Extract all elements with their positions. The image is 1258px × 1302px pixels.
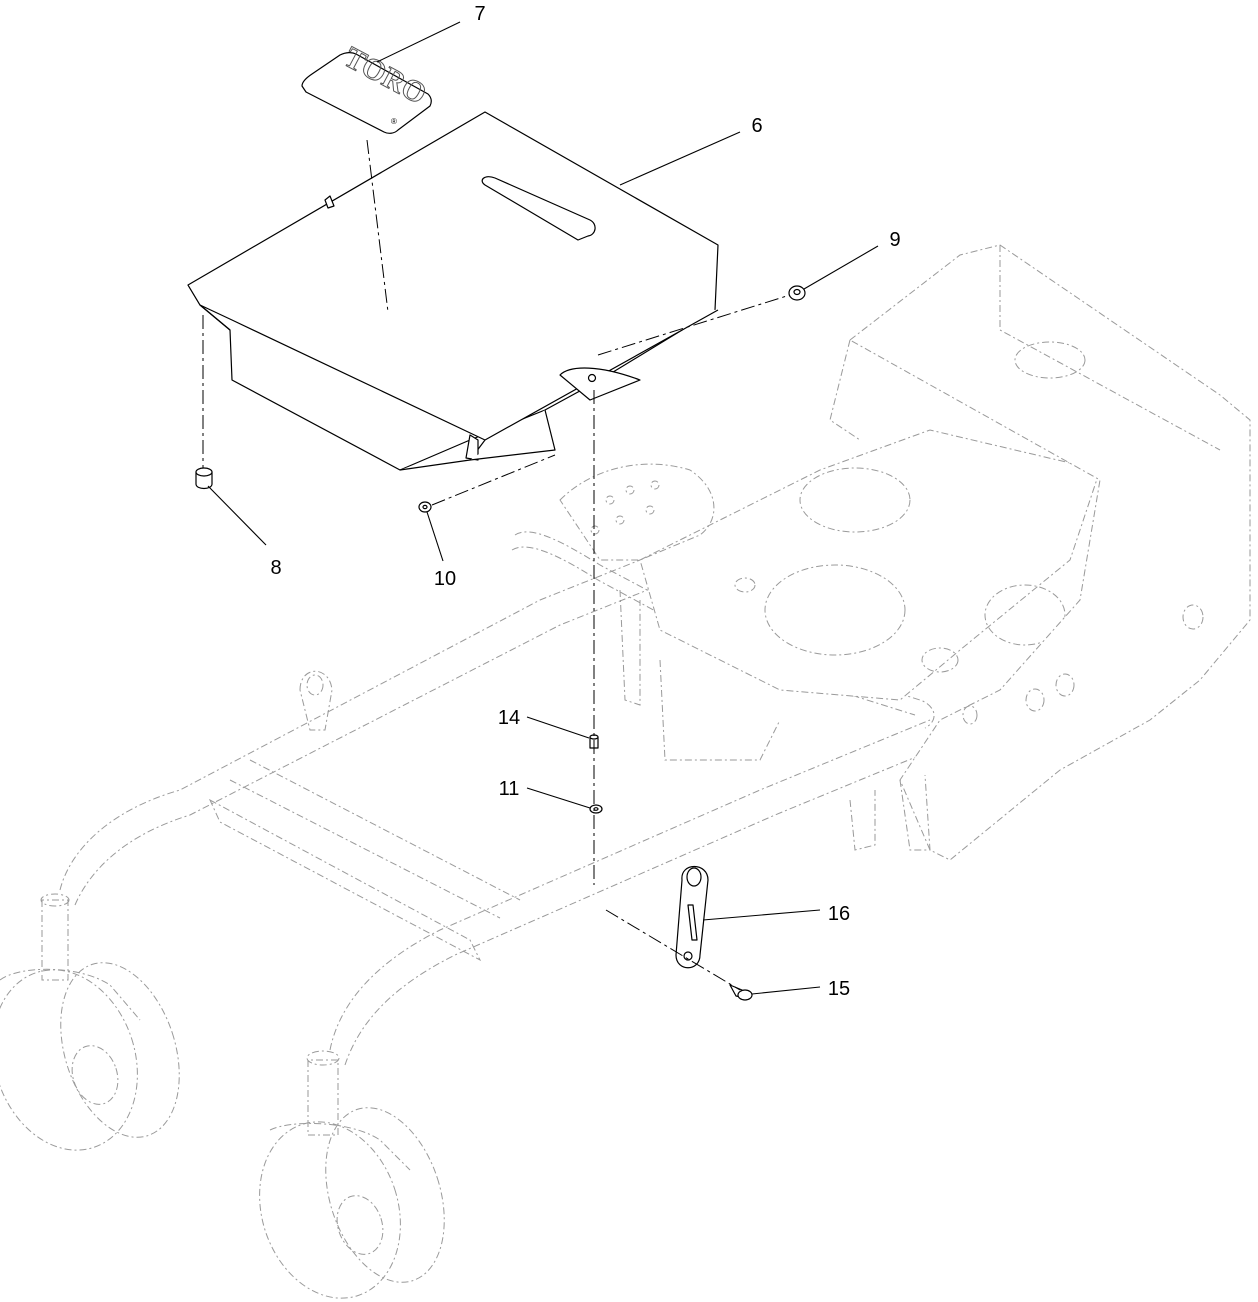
callout-8: 8 <box>270 557 281 579</box>
callout-10: 10 <box>434 568 456 590</box>
callout-9: 9 <box>889 229 900 251</box>
registered-mark: ® <box>391 117 397 126</box>
assembly-centerlines <box>202 139 791 991</box>
callout-11: 11 <box>499 778 520 800</box>
part-6-shroud <box>187 111 719 471</box>
leader-7 <box>376 21 461 63</box>
callout-leaders <box>207 21 879 995</box>
leader-8 <box>207 485 267 546</box>
callout-15: 15 <box>828 978 850 1000</box>
leader-15 <box>751 986 821 995</box>
part-7-toro-decal: TORO ® <box>301 40 432 134</box>
part-9-nut <box>788 285 806 301</box>
callout-14: 14 <box>498 707 520 729</box>
leader-14 <box>526 716 590 739</box>
leader-16 <box>702 909 821 921</box>
callout-6: 6 <box>751 115 762 137</box>
part-15-bolt <box>729 984 753 1001</box>
leader-6 <box>619 131 741 186</box>
part-11-washer <box>589 804 603 814</box>
chassis-frame <box>0 244 1251 1299</box>
part-10-washer <box>418 501 432 513</box>
part-16-strap-bracket <box>675 866 709 969</box>
leader-9 <box>803 245 879 290</box>
leader-10 <box>426 511 444 562</box>
part-8-bumper <box>195 467 213 490</box>
callout-16: 16 <box>828 903 850 925</box>
callout-labels: 7 6 9 8 10 14 11 16 15 <box>270 3 900 1000</box>
leader-11 <box>526 787 591 809</box>
callout-7: 7 <box>474 3 485 25</box>
